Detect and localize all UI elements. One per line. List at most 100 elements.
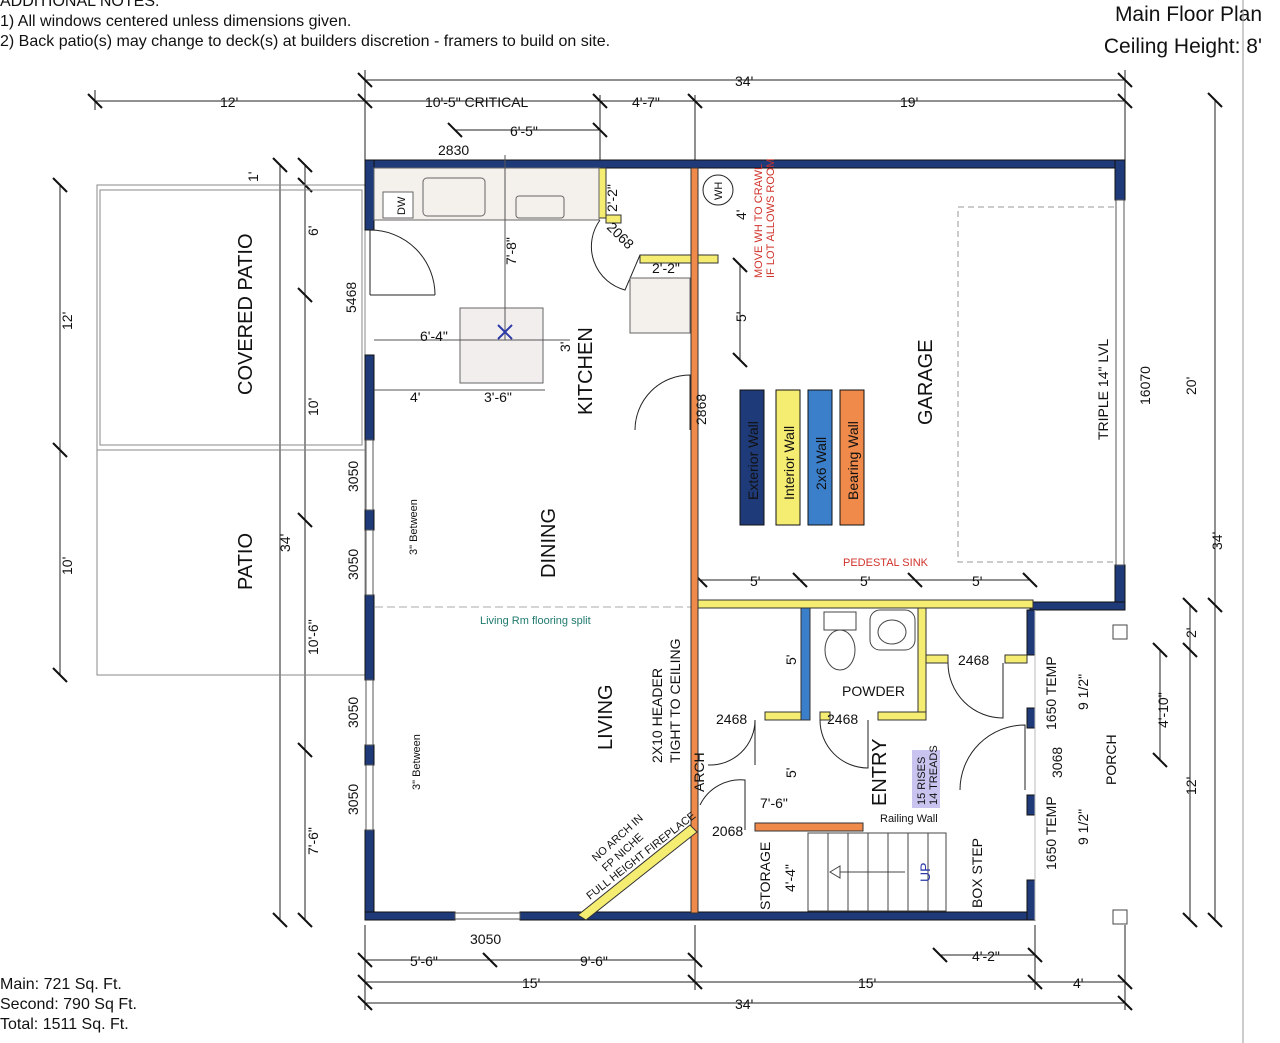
dim-1: 1' — [245, 172, 261, 182]
porch-post-top — [1112, 624, 1128, 640]
dim-10-left: 10' — [59, 557, 75, 575]
dim-5-powder: 5' — [783, 655, 799, 665]
dim-4-wh: 4' — [733, 210, 749, 220]
railing-wall: Railing Wall — [880, 813, 938, 825]
dim-2: 2' — [1183, 628, 1199, 638]
door-2068-b: 2068 — [712, 823, 743, 839]
dim-7-6-left: 7'-6" — [305, 827, 321, 855]
dim-12-right: 12' — [1183, 777, 1199, 795]
legend-exterior-swatch — [739, 389, 765, 526]
dim-top-4-7: 4'-7" — [632, 94, 660, 110]
dim-7-6-mid: 7'-6" — [760, 795, 788, 811]
door-2468-c: 2468 — [827, 711, 858, 727]
dim-top-12: 12' — [220, 94, 238, 110]
sqft-second: Second: 790 Sq Ft. — [0, 996, 137, 1013]
window-3050-c: 3050 — [345, 697, 361, 728]
garage-door-16070: 16070 — [1137, 366, 1153, 405]
dim-bottom-15-b: 15' — [858, 975, 876, 991]
header-note-2: TIGHT TO CEILING — [667, 639, 683, 763]
door-2868: 2868 — [693, 394, 709, 425]
room-dining: DINING — [538, 508, 560, 578]
room-entry: ENTRY — [869, 739, 891, 806]
header-note: 2X10 HEADER — [649, 668, 665, 763]
dim-bottom-9-6: 9'-6" — [580, 953, 608, 969]
window-2830: 2830 — [438, 142, 469, 158]
dim-10: 10' — [305, 398, 321, 416]
door-2468-a: 2468 — [958, 652, 989, 668]
legend-interior-swatch — [775, 389, 801, 526]
if-lot-note: IF LOT ALLOWS ROOM — [765, 158, 777, 278]
window-3050-b: 3050 — [345, 549, 361, 580]
dim-9-half-b: 9 1/2" — [1075, 809, 1091, 845]
window-3050-bottom: 3050 — [470, 931, 501, 947]
room-living: LIVING — [595, 684, 617, 750]
legend-bearing-label: Bearing Wall — [845, 421, 861, 500]
twobysix-walls — [800, 607, 811, 721]
dim-10-6: 10'-6" — [305, 619, 321, 655]
dim-top-34: 34' — [735, 73, 753, 89]
water-heater-label: WH — [713, 182, 725, 200]
notes-heading: ADDITIONAL NOTES: — [0, 0, 160, 10]
rises-box — [912, 750, 940, 808]
door-2468-b: 2468 — [716, 711, 747, 727]
water-heater — [702, 174, 734, 206]
legend-bearing-swatch — [839, 389, 865, 526]
arch-label: ARCH — [691, 752, 707, 792]
move-wh-note: MOVE WH TO CRAWL — [753, 164, 765, 278]
room-covered-patio: COVERED PATIO — [235, 233, 257, 395]
stair-rises: 15 RISES — [916, 757, 928, 805]
between-2: 3" Between — [411, 734, 423, 790]
dimension-ticks — [52, 72, 1223, 1011]
dim-6-4: 6'-4" — [420, 328, 448, 344]
patio-outline — [96, 184, 366, 676]
bearing-walls — [690, 167, 864, 914]
wall-legend: Exterior Wall Interior Wall 2x6 Wall Bea… — [739, 389, 865, 526]
dim-bottom-5-6: 5'-6" — [410, 953, 438, 969]
window-3050-a: 3050 — [345, 461, 361, 492]
door-swings — [369, 219, 1026, 830]
sqft-main: Main: 721 Sq. Ft. — [0, 976, 122, 993]
stair-treads: 14 TREADS — [928, 745, 940, 805]
dim-12-left: 12' — [59, 312, 75, 330]
door-2068-a: 2068 — [604, 219, 637, 252]
ceiling-height: Ceiling Height: 8' — [1103, 35, 1262, 58]
room-box-step: BOX STEP — [969, 838, 985, 908]
legend-2x6-label: 2x6 Wall — [813, 437, 829, 490]
dim-34-left: 34' — [277, 534, 293, 552]
dishwasher-label: DW — [396, 196, 408, 215]
dim-bottom-4: 4' — [1073, 975, 1083, 991]
legend-2x6-swatch — [807, 389, 833, 526]
window-temp-b: 1650 TEMP — [1043, 796, 1059, 870]
dim-4-4: 4'-4" — [782, 864, 798, 892]
door-3068: 3068 — [1049, 747, 1065, 778]
dimension-lines — [59, 70, 1216, 1010]
dim-20: 20' — [1183, 377, 1199, 395]
interior-walls — [597, 167, 1034, 721]
room-garage: GARAGE — [915, 339, 937, 425]
door-5468: 5468 — [343, 282, 359, 313]
fireplace-wall — [577, 824, 698, 921]
room-powder: POWDER — [842, 683, 905, 699]
dim-3-6: 3'-6" — [484, 389, 512, 405]
plan-title: Main Floor Plan — [1114, 3, 1262, 26]
dim-4: 4' — [410, 389, 420, 405]
note-1: 1) All windows centered unless dimension… — [0, 13, 352, 30]
dim-4-10: 4'-10" — [1155, 692, 1171, 728]
powder-fixtures — [823, 609, 916, 671]
room-porch: PORCH — [1103, 734, 1119, 785]
dim-9-half-a: 9 1/2" — [1075, 674, 1091, 710]
between-1: 3" Between — [408, 499, 420, 555]
stair-up: UP — [917, 863, 933, 882]
garage-header: TRIPLE 14" LVL — [1095, 339, 1111, 440]
dim-7-8: 7'-8" — [503, 237, 519, 265]
dim-5-a: 5' — [750, 573, 760, 589]
exterior-walls — [364, 159, 1126, 921]
dim-3: 3' — [557, 342, 573, 352]
dim-bottom-4-2: 4'-2" — [972, 948, 1000, 964]
dim-5-c: 5' — [972, 573, 982, 589]
window-temp-a: 1650 TEMP — [1043, 656, 1059, 730]
room-patio: PATIO — [235, 533, 257, 590]
kitchen-center-marks — [374, 155, 570, 391]
legend-exterior-label: Exterior Wall — [745, 421, 761, 500]
